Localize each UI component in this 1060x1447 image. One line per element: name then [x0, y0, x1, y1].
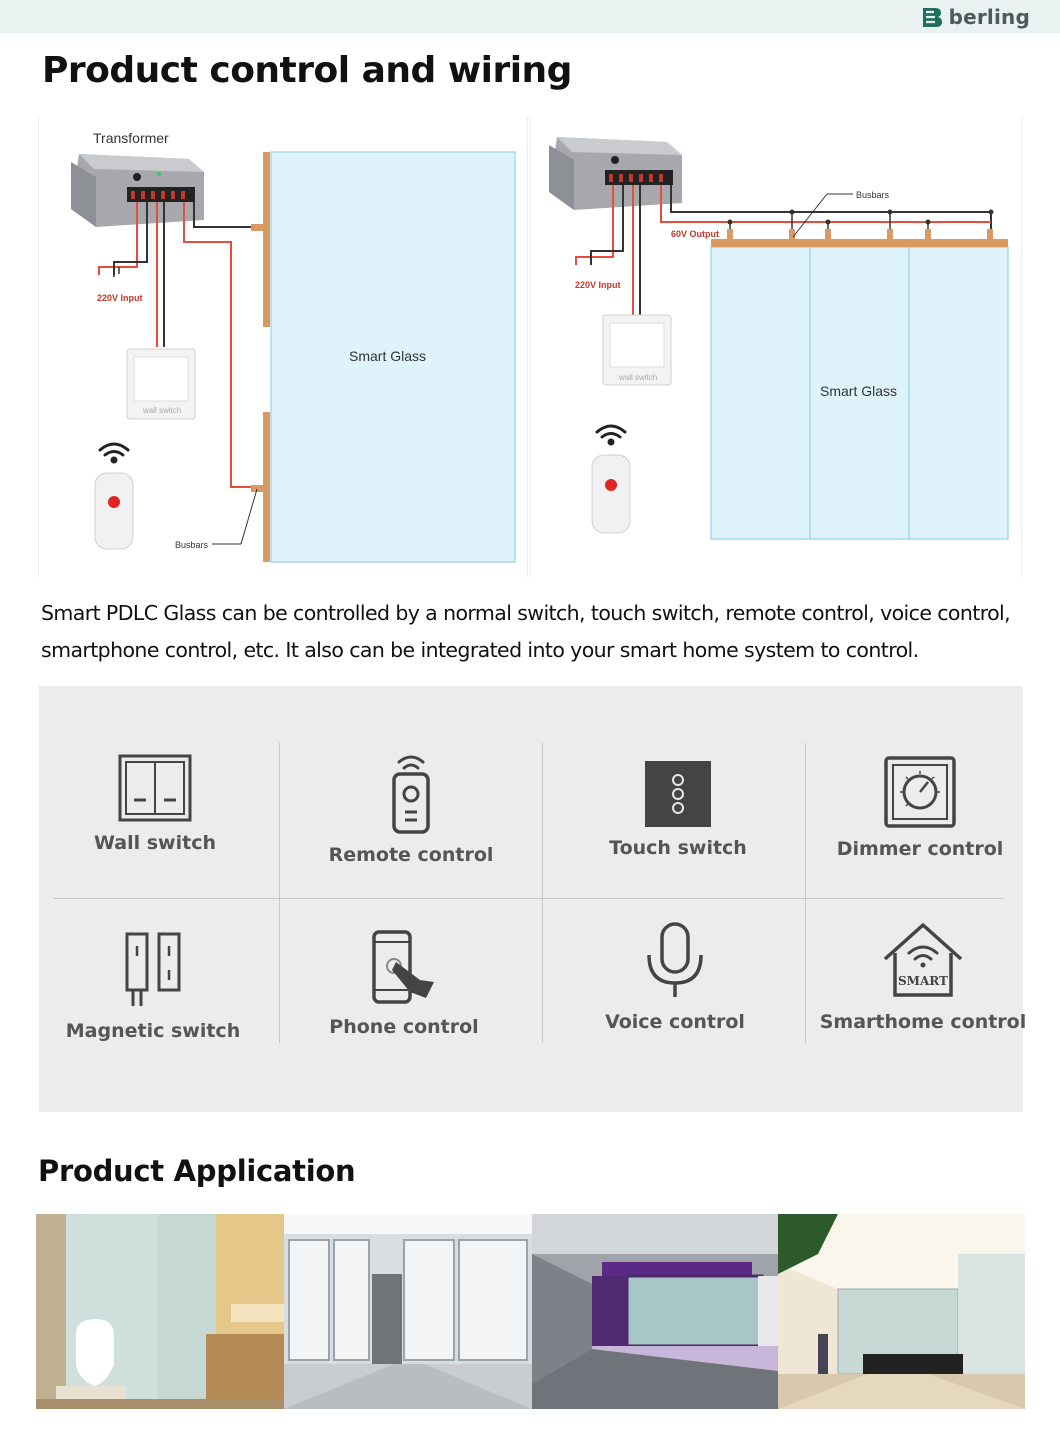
busbar-top	[263, 152, 270, 327]
control-smarthome: SMART Smarthome control	[803, 921, 1043, 1033]
remote-device	[94, 472, 134, 550]
touch-switch-icon	[645, 761, 711, 827]
corridor-photo	[532, 1214, 778, 1409]
label-input: 220V Input	[575, 280, 621, 290]
remote-device	[591, 454, 631, 534]
office-partition-photo	[284, 1214, 532, 1409]
wall-switch-device	[126, 348, 196, 420]
brand-logo[interactable]: berling	[921, 4, 1030, 30]
description-line-2: smartphone control, etc. It also can be …	[41, 638, 919, 662]
control-methods-panel: Wall switch Remote control Touch switch	[39, 686, 1026, 1112]
top-bar: berling	[0, 0, 1060, 33]
control-label: Phone control	[329, 1016, 479, 1038]
panel-divider	[279, 743, 280, 1043]
section-title-wiring: Product control and wiring	[42, 50, 572, 91]
control-label: Magnetic switch	[65, 1020, 241, 1042]
control-magnetic-switch: Magnetic switch	[33, 930, 273, 1042]
label-wall-switch: wall switch	[142, 406, 181, 415]
microphone-icon	[647, 922, 703, 997]
control-label: Remote control	[328, 844, 494, 866]
wiring-diagram-single: Transformer 220V Input wall switch Busba…	[38, 117, 528, 577]
busbar-bottom	[263, 412, 270, 562]
control-phone: Phone control	[284, 930, 524, 1038]
reception-hall-photo	[778, 1214, 1025, 1409]
label-busbars: Busbars	[856, 190, 890, 200]
control-wall-switch: Wall switch	[35, 754, 275, 854]
label-wall-switch: wall switch	[618, 373, 657, 382]
phone-control-icon	[372, 930, 434, 1004]
control-label: Voice control	[605, 1011, 745, 1033]
berling-logo-icon	[922, 8, 942, 27]
control-label: Wall switch	[94, 832, 216, 854]
panel-divider	[805, 743, 806, 1043]
transformer-box	[71, 154, 204, 227]
section-title-application: Product Application	[38, 1154, 356, 1188]
dimmer-icon	[884, 756, 956, 828]
remote-control-icon	[392, 755, 430, 834]
wall-switch-icon	[118, 754, 192, 822]
control-label: Touch switch	[609, 837, 747, 859]
label-transformer: Transformer	[93, 130, 169, 146]
transformer-box	[549, 137, 682, 210]
smart-glass-panel	[270, 151, 516, 563]
panel-divider	[542, 743, 543, 1043]
smart-glass-panel-3	[908, 246, 1009, 540]
wifi-icon	[98, 442, 130, 464]
control-remote: Remote control	[291, 750, 531, 866]
label-smart-glass: Smart Glass	[349, 348, 426, 364]
description-line-1: Smart PDLC Glass can be controlled by a …	[41, 601, 1011, 625]
label-smart-glass: Smart Glass	[820, 383, 897, 399]
label-busbars: Busbars	[175, 540, 209, 550]
control-touch-switch: Touch switch	[558, 761, 798, 859]
control-voice: Voice control	[555, 921, 795, 1033]
smart-badge-text: SMART	[898, 974, 948, 988]
wiring-diagram-multi: Busbars 60V Output 220V Input wall switc…	[530, 117, 1022, 577]
application-gallery	[36, 1214, 1025, 1409]
brand-name: berling	[948, 5, 1030, 29]
control-label: Dimmer control	[836, 838, 1004, 860]
wifi-icon	[595, 424, 627, 446]
panel-divider-horizontal	[54, 898, 1004, 899]
smart-glass-panel-1	[710, 246, 811, 540]
magnetic-switch-icon	[125, 932, 181, 1006]
wall-switch-device	[602, 314, 672, 386]
control-dimmer: Dimmer control	[800, 756, 1040, 860]
smart-home-icon: SMART	[883, 923, 963, 997]
label-output: 60V Output	[671, 229, 719, 239]
bathroom-photo	[36, 1214, 284, 1409]
label-input: 220V Input	[97, 293, 143, 303]
description-text: Smart PDLC Glass can be controlled by a …	[41, 595, 1031, 669]
control-label: Smarthome control	[819, 1011, 1027, 1033]
